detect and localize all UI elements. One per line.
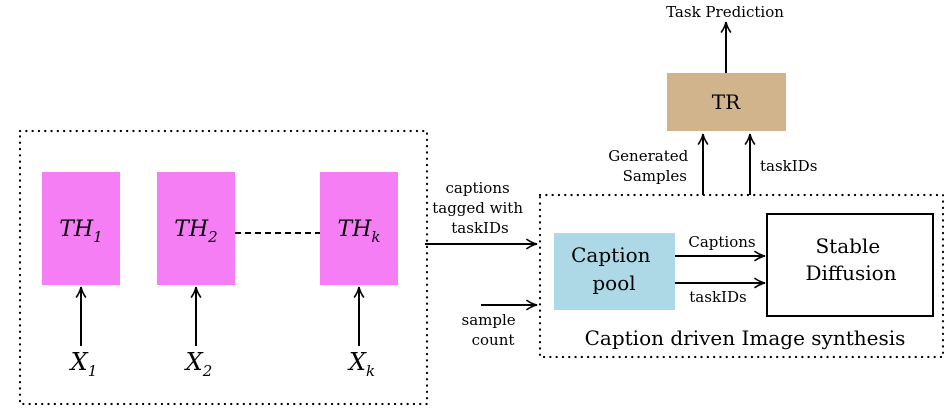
captions-tagged-label: captions tagged with taskIDs — [432, 179, 528, 237]
task-head-label-k: THk — [338, 217, 381, 246]
input-label-k: Xk — [347, 348, 375, 380]
task-router-label: TR — [712, 90, 741, 114]
sample-count-label: sample count — [462, 311, 521, 349]
caption-pool-label: Caption pool — [571, 243, 657, 295]
task-head-box-1 — [42, 172, 120, 285]
task-prediction-label: Task Prediction — [666, 3, 784, 21]
caption-pool-box — [554, 233, 675, 310]
task-ids-edge-label: taskIDs — [689, 288, 746, 306]
task-head-label-2: TH2 — [174, 217, 217, 246]
input-label-1: X1 — [69, 348, 98, 380]
image-synthesis-group — [538, 193, 945, 359]
task-head-box-k — [320, 172, 398, 285]
task-head-label-1: TH1 — [59, 217, 102, 246]
captions-edge-label: Captions — [688, 233, 755, 251]
task-head-box-2 — [157, 172, 235, 285]
input-label-2: X2 — [184, 348, 213, 380]
stable-diffusion-label: Stable Diffusion — [805, 234, 896, 285]
image-synthesis-label: Caption driven Image synthesis — [585, 326, 906, 350]
stable-diffusion-box — [766, 213, 934, 317]
task-router-box — [667, 73, 786, 131]
generated-samples-label: Generated Samples — [608, 147, 693, 185]
task-ids-up-label: taskIDs — [760, 157, 817, 175]
